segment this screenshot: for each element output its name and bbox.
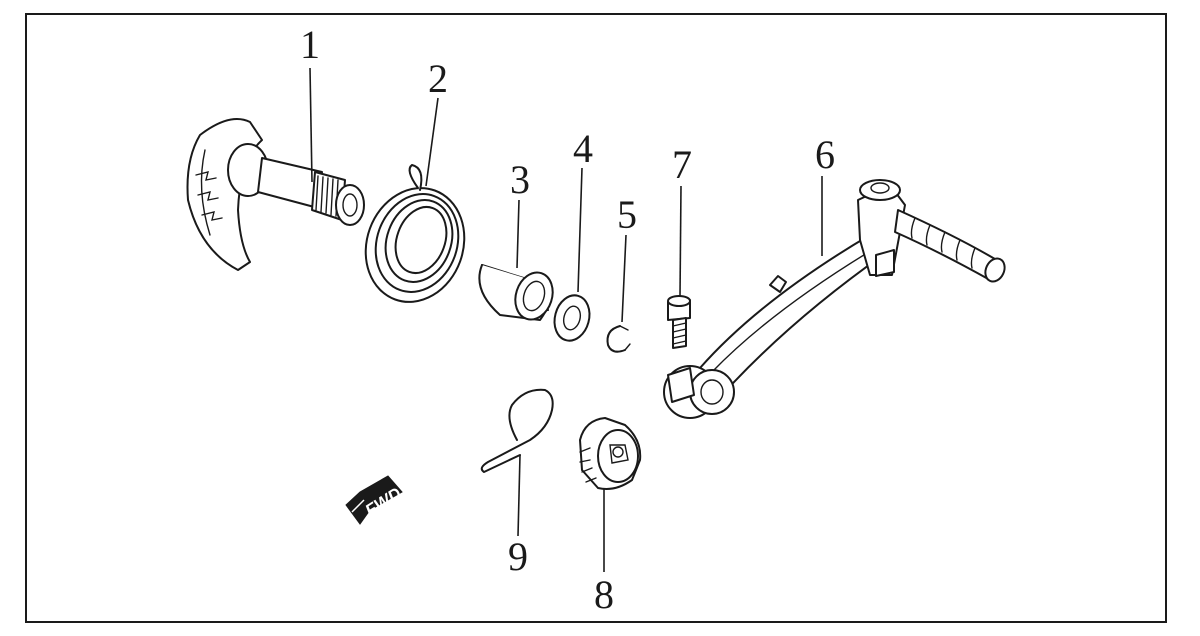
callout-2: 2 <box>428 56 448 101</box>
leader-lines <box>309 67 823 572</box>
callout-numbers: 1 2 3 4 5 6 7 8 9 <box>300 22 835 617</box>
callout-5: 5 <box>617 192 637 237</box>
part-6-kick-arm <box>663 179 1006 419</box>
callout-8: 8 <box>594 572 614 617</box>
part-5-circlip <box>606 325 631 353</box>
part-3-bushing <box>478 264 554 321</box>
callout-7: 7 <box>672 142 692 187</box>
callout-6: 6 <box>815 132 835 177</box>
part-1-kick-spindle <box>186 118 365 271</box>
callout-4: 4 <box>573 126 593 171</box>
callout-9: 9 <box>508 534 528 579</box>
part-9-spring-clip <box>480 388 554 473</box>
part-7-bolt <box>667 295 691 349</box>
fwd-direction-arrow: FWD <box>345 475 405 525</box>
part-8-drive-gear <box>579 417 642 490</box>
diagram-frame <box>25 13 1167 623</box>
part-2-return-spring <box>364 164 466 303</box>
part-4-washer <box>553 294 591 342</box>
callout-1: 1 <box>300 22 320 67</box>
callout-3: 3 <box>510 157 530 202</box>
